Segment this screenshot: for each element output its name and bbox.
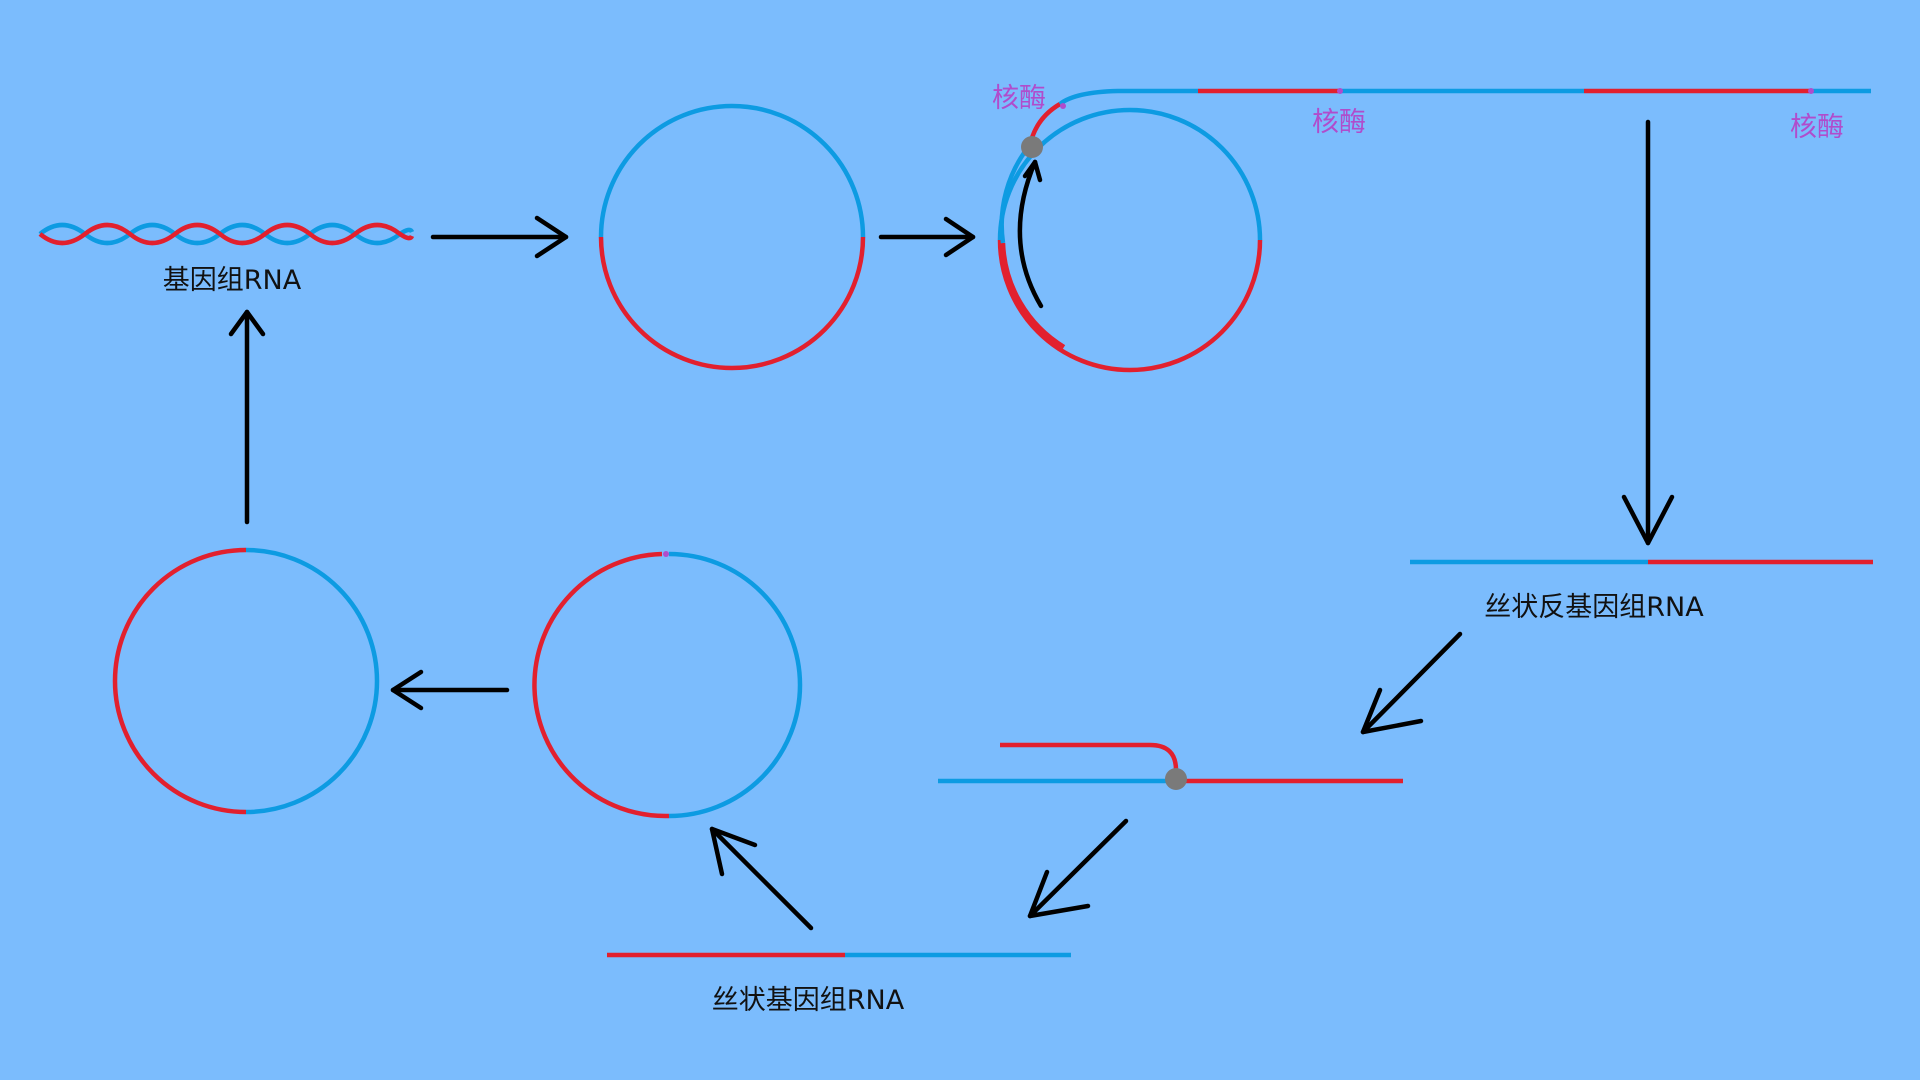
circular-genomic-rna xyxy=(598,103,866,371)
ribozyme-cleavage-site-2 xyxy=(1337,88,1343,94)
genomic-rna-helix xyxy=(38,222,415,246)
arrow-genomic-to-circle xyxy=(709,826,814,931)
arrow-helix-to-circle xyxy=(430,215,569,259)
ligating-circle xyxy=(532,551,803,819)
copying-intermediate xyxy=(938,742,1403,784)
genomic-rna-label: 基因组RNA xyxy=(163,265,302,296)
nascent-antigenomic-strand xyxy=(999,88,1198,349)
ribozyme-label-2: 核酶 xyxy=(1312,107,1366,138)
polymerase-enzyme-dot-2 xyxy=(1165,768,1187,790)
arrow-antigenomic-to-copy xyxy=(1360,631,1463,735)
rolling-circle-template xyxy=(997,107,1263,373)
polymerase-enzyme-dot xyxy=(1021,136,1043,158)
ribozyme-label-1: 核酶 xyxy=(992,83,1046,114)
helix-red-strand xyxy=(38,222,415,246)
arrow-down-to-antigenomic xyxy=(1621,119,1675,546)
ligation-site xyxy=(663,551,669,557)
helix-blue-strand xyxy=(38,222,415,246)
ribozyme-label-3: 核酶 xyxy=(1790,112,1844,143)
closed-circular-rna xyxy=(112,547,380,815)
ribozyme-cleavage-site-3 xyxy=(1808,88,1814,94)
rolling-direction-arrow xyxy=(1017,159,1044,309)
arrow-up-to-genomic-rna xyxy=(228,309,266,525)
arrow-circle-to-closed-circle xyxy=(390,669,510,711)
arrow-circle-to-rolling-circle xyxy=(878,216,976,258)
arrow-copy-to-genomic xyxy=(1027,818,1129,919)
ribozyme-cleavage-site-1 xyxy=(1060,103,1066,109)
filamentous-genomic-rna-label: 丝状基因组RNA xyxy=(712,985,905,1016)
filamentous-antigenomic-rna-label: 丝状反基因组RNA xyxy=(1484,592,1704,623)
